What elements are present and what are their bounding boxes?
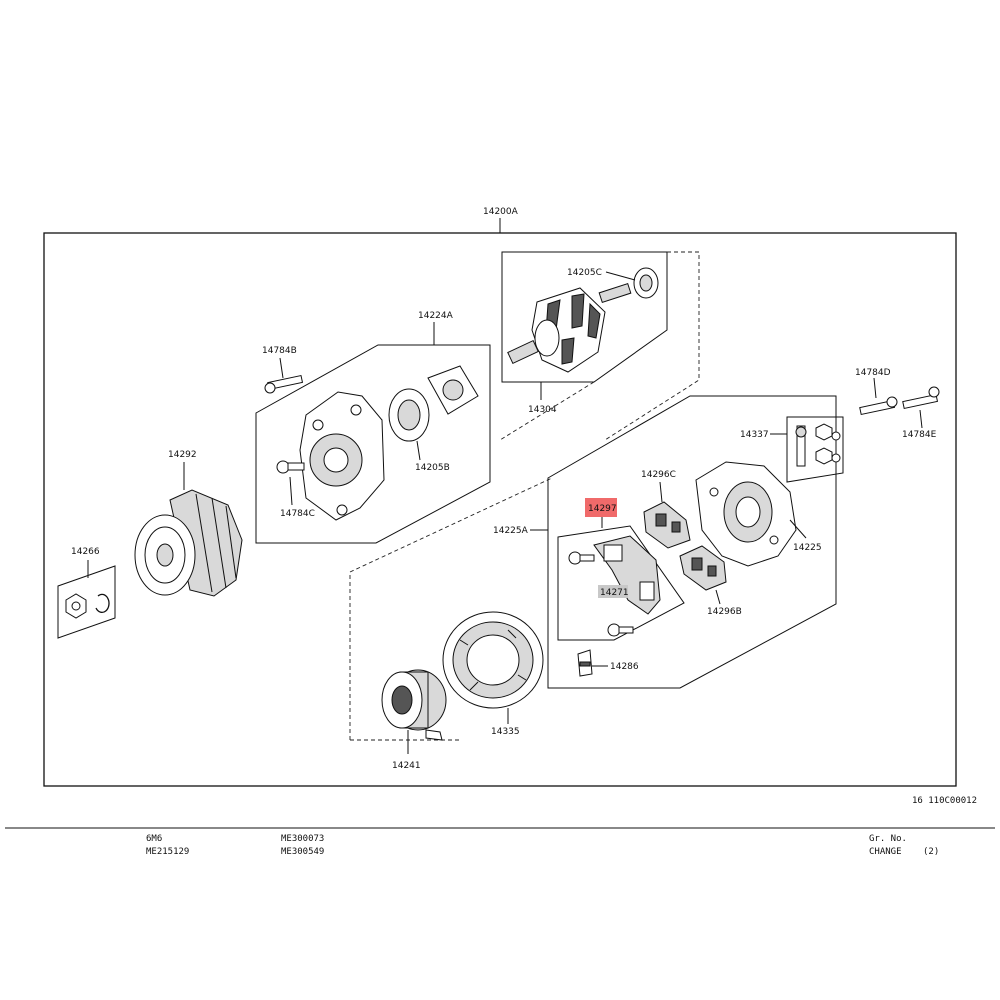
brush-holder-14296C[interactable] <box>643 501 691 549</box>
rotor-part[interactable] <box>507 282 632 373</box>
label-14225A[interactable]: 14225A <box>493 526 529 536</box>
stator-14335[interactable] <box>442 611 544 709</box>
nut-box <box>57 565 116 639</box>
footer-model-1: 6M6 <box>146 834 162 844</box>
label-14266[interactable]: 14266 <box>71 547 100 557</box>
rotor-box <box>501 251 668 383</box>
label-14784D[interactable]: 14784D <box>855 368 891 378</box>
label-14784C[interactable]: 14784C <box>280 509 315 519</box>
regulator-14297[interactable] <box>593 535 661 615</box>
footer-change-no: (2) <box>923 847 939 857</box>
footer-code-2: ME300549 <box>281 847 324 857</box>
label-14337[interactable]: 14337 <box>740 430 769 440</box>
terminal-kit-14337[interactable] <box>795 423 841 467</box>
bolt-14784D[interactable] <box>859 396 898 416</box>
bearing-14205B[interactable] <box>388 388 430 442</box>
front-housing-part[interactable] <box>299 391 385 521</box>
bolt-14784C[interactable] <box>276 460 305 474</box>
label-14784B[interactable]: 14784B <box>262 346 297 356</box>
label-14286[interactable]: 14286 <box>610 662 639 672</box>
terminal-kit-box <box>786 416 844 483</box>
label-14241[interactable]: 14241 <box>392 761 421 771</box>
regulator-box <box>557 525 685 641</box>
screw-regulator-top[interactable] <box>568 551 595 565</box>
label-14271[interactable]: 14271 <box>600 588 629 598</box>
label-14296C[interactable]: 14296C <box>641 470 676 480</box>
label-14205C[interactable]: 14205C <box>567 268 602 278</box>
bolt-14784B[interactable] <box>264 374 304 394</box>
rear-group-box <box>547 395 837 689</box>
footer-change: CHANGE <box>869 847 902 857</box>
front-housing-box <box>255 344 491 544</box>
footer-code-1: ME300073 <box>281 834 324 844</box>
footer-model-2: ME215129 <box>146 847 189 857</box>
screw-regulator-bottom[interactable] <box>607 623 634 637</box>
label-14304[interactable]: 14304 <box>528 405 557 415</box>
brush-holder-14296B[interactable] <box>679 545 727 591</box>
label-14784E[interactable]: 14784E <box>902 430 937 440</box>
label-14292[interactable]: 14292 <box>168 450 197 460</box>
label-14200A[interactable]: 14200A <box>483 207 519 217</box>
bearing-14205C[interactable] <box>633 267 659 299</box>
bolt-14784E[interactable] <box>902 386 940 410</box>
label-14224A[interactable]: 14224A <box>418 311 454 321</box>
nut-14266[interactable] <box>65 593 110 619</box>
label-14296B[interactable]: 14296B <box>707 607 742 617</box>
label-14297-highlight <box>585 498 617 517</box>
label-14271-highlight <box>598 585 628 598</box>
pulley-fan-14292[interactable] <box>134 489 243 597</box>
terminal-14286[interactable] <box>577 649 593 677</box>
bearing-14241[interactable] <box>381 669 447 741</box>
label-14205B[interactable]: 14205B <box>415 463 450 473</box>
reference-code: 16 110C00012 <box>912 796 977 806</box>
footer-gr-no: Gr. No. <box>869 834 907 844</box>
label-14297[interactable]: 14297 <box>588 504 617 514</box>
label-14225[interactable]: 14225 <box>793 543 822 553</box>
rear-housing-14225[interactable] <box>695 461 797 567</box>
label-14335[interactable]: 14335 <box>491 727 520 737</box>
retainer-plate[interactable] <box>427 365 479 415</box>
